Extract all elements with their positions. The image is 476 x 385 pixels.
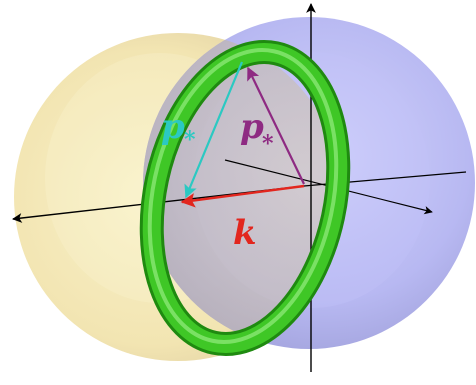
- label-p-right-subscript: *: [262, 131, 274, 157]
- label-k: k: [233, 213, 257, 253]
- label-p-left-subscript: *: [184, 127, 196, 153]
- ring-highlight: [147, 48, 339, 344]
- vector-p-right: [247, 66, 305, 185]
- label-p-right: p: [240, 107, 264, 147]
- vector-k: [180, 184, 305, 208]
- vector-p-left: [184, 61, 244, 199]
- label-p-left: p: [161, 107, 185, 147]
